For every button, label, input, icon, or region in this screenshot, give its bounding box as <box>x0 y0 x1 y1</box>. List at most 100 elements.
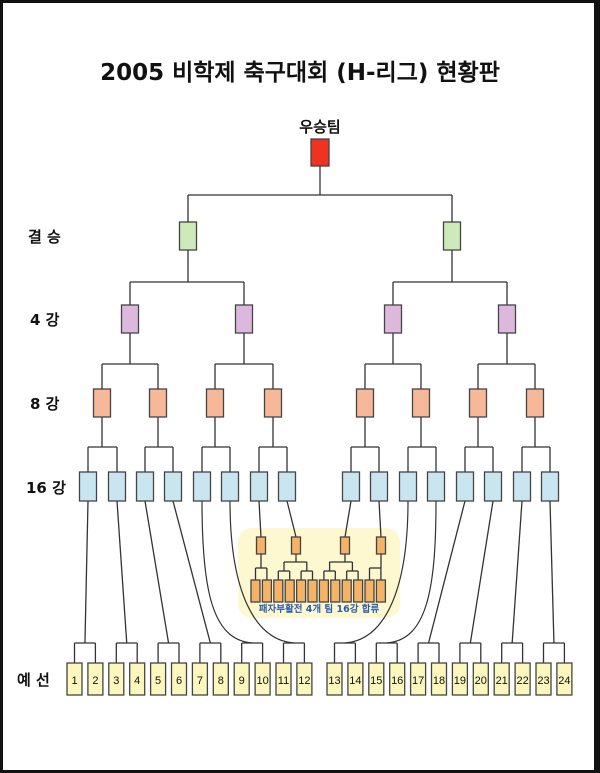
round16-box <box>78 471 98 502</box>
preliminary-team-box <box>87 662 104 696</box>
winner-box <box>310 138 330 167</box>
preliminary-team-number: 14 <box>349 675 361 687</box>
preliminary-team-number: 19 <box>454 675 466 687</box>
preliminary-team-box <box>430 662 448 696</box>
round16-box <box>483 471 503 502</box>
semifinal-box <box>234 304 254 334</box>
preliminary-team-box <box>326 662 343 696</box>
preliminary-team-box <box>472 662 489 696</box>
final-box <box>442 221 462 251</box>
preliminary-team-number: 4 <box>134 675 140 687</box>
round-label-round16: 16 강 <box>26 479 66 497</box>
page-title: 2005 비학제 축구대회 (H-리그) 현황판 <box>100 60 500 86</box>
preliminary-team-number: 24 <box>558 675 570 687</box>
preliminary-team-box <box>389 662 406 696</box>
repechage-team-box <box>284 579 295 603</box>
winner-label: 우승팀 <box>299 118 340 136</box>
semifinal-box <box>120 304 140 334</box>
round-label-semifinal: 4 강 <box>30 311 60 329</box>
repechage-team-box <box>318 579 330 603</box>
repechage-team-box <box>341 579 352 603</box>
repechage-team-box <box>261 579 273 603</box>
preliminary-team-number: 12 <box>298 675 310 687</box>
round16-box <box>107 471 127 502</box>
round16-to-prelim-curve <box>386 500 437 644</box>
round16-to-prelim-curve <box>201 500 253 644</box>
preliminary-team-number: 5 <box>155 675 161 687</box>
round16-to-prelim-curve <box>229 500 294 644</box>
round16-box <box>220 471 240 502</box>
preliminary-team-number: 23 <box>537 675 549 687</box>
quarterfinal-box <box>205 388 225 418</box>
preliminary-team-box <box>409 662 427 696</box>
preliminary-team-number: 11 <box>278 675 289 687</box>
preliminary-team-number: 22 <box>516 675 528 687</box>
round16-box <box>369 471 389 502</box>
round16-box <box>426 471 446 502</box>
preliminary-team-box <box>556 662 573 696</box>
quarterfinal-box <box>263 388 283 418</box>
preliminary-team-box <box>129 662 146 696</box>
quarterfinal-box <box>411 388 431 418</box>
round16-to-prelim-line <box>511 500 523 644</box>
repechage-team-box <box>307 579 318 603</box>
round16-to-prelim-line <box>427 500 466 644</box>
round16-to-prelim-line <box>144 500 170 644</box>
repechage-team-box <box>250 579 261 603</box>
preliminary-team-number: 1 <box>71 675 77 687</box>
preliminary-team-box <box>296 662 313 696</box>
round16-box <box>192 471 212 502</box>
preliminary-team-number: 16 <box>391 675 403 687</box>
repechage-qualifier-box <box>255 536 267 555</box>
preliminary-team-number: 9 <box>239 675 245 687</box>
preliminary-team-number: 3 <box>113 675 119 687</box>
round16-box <box>135 471 155 502</box>
preliminary-team-box <box>191 662 209 696</box>
round16-box <box>277 471 297 502</box>
round16-box <box>398 471 418 502</box>
preliminary-team-number: 7 <box>197 675 203 687</box>
round16-to-prelim-line <box>116 500 128 644</box>
preliminary-team-number: 18 <box>433 675 445 687</box>
preliminary-team-box <box>347 662 364 696</box>
repechage-qualifier-box <box>290 536 302 555</box>
preliminary-team-box <box>66 662 83 696</box>
preliminary-team-box <box>514 662 531 696</box>
preliminary-team-number: 17 <box>412 675 424 687</box>
final-box <box>178 221 198 251</box>
connector-line <box>286 500 297 538</box>
preliminary-team-box <box>368 662 385 696</box>
preliminary-team-number: 20 <box>475 675 487 687</box>
connector-line <box>378 500 382 538</box>
round16-to-prelim-line <box>549 500 555 644</box>
round-label-quarterfinal: 8 강 <box>30 395 60 413</box>
preliminary-team-box <box>535 662 552 696</box>
quarterfinal-box <box>468 388 488 418</box>
round16-to-prelim-line <box>172 500 211 644</box>
repechage-qualifier-box <box>375 536 387 555</box>
bracket-lines <box>73 166 566 663</box>
preliminary-team-number: 6 <box>176 675 182 687</box>
preliminary-team-box <box>233 662 250 696</box>
connector-line <box>258 500 262 538</box>
repechage-team-box <box>295 579 307 603</box>
round16-to-prelim-curve <box>344 500 409 644</box>
preliminary-team-box <box>108 662 125 696</box>
quarterfinal-box <box>355 388 375 418</box>
preliminary-team-number: 21 <box>496 675 508 687</box>
semifinal-box <box>383 304 403 334</box>
quarterfinal-box <box>525 388 545 418</box>
round-label-final: 결 승 <box>28 228 61 246</box>
repechage-qualifier-box <box>339 536 351 555</box>
connector-line <box>344 500 352 538</box>
preliminary-team-number: 8 <box>218 675 224 687</box>
preliminary-team-number: 15 <box>370 675 382 687</box>
repechage-team-box <box>330 579 341 603</box>
round-label-preliminary: 예 선 <box>17 671 50 689</box>
round16-box <box>249 471 269 502</box>
preliminary-team-box <box>493 662 510 696</box>
round16-box <box>512 471 532 502</box>
round16-box <box>163 471 183 502</box>
